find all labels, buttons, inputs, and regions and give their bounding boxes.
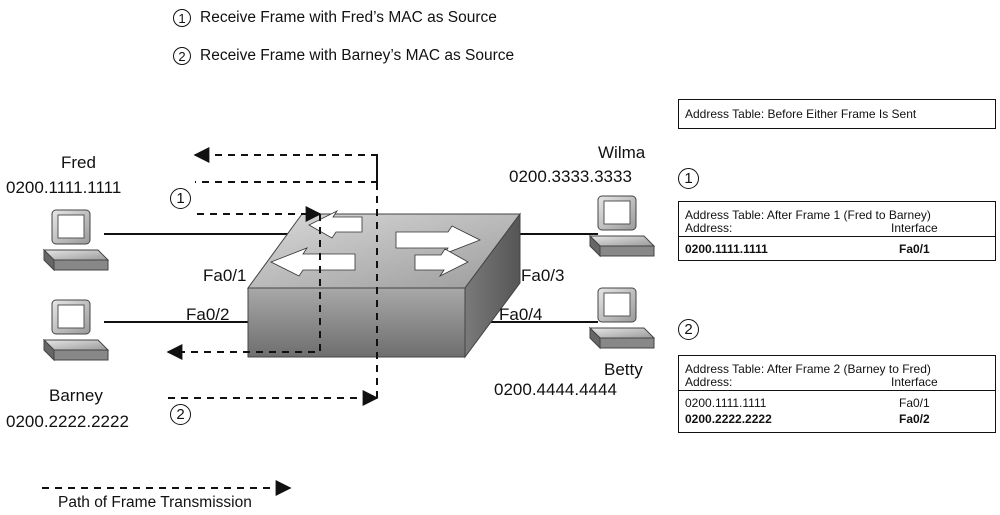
marker-1-icon: 1 — [173, 9, 191, 27]
header-rule — [679, 390, 995, 391]
host-mac-fred: 0200.1111.1111 — [6, 178, 122, 197]
table-cell-interface: Fa0/1 — [899, 242, 930, 256]
address-table-before: Address Table: Before Either Frame Is Se… — [678, 99, 996, 129]
port-label-fa04: Fa0/4 — [499, 305, 543, 324]
header-rule — [679, 236, 995, 237]
column-header-address: Address: — [685, 221, 733, 235]
table-cell-address: 0200.1111.1111 — [685, 396, 767, 410]
frame1-path-to-barney — [166, 214, 321, 360]
table-marker-2: 2 — [678, 319, 699, 340]
port-label-fa03: Fa0/3 — [521, 266, 565, 285]
legend-path-label: Path of Frame Transmission — [58, 494, 252, 511]
pc-icon-barney — [42, 299, 110, 362]
host-mac-barney: 0200.2222.2222 — [6, 412, 129, 431]
port-label-fa02: Fa0/2 — [186, 305, 230, 324]
table-cell-address: 0200.1111.1111 — [685, 242, 768, 256]
frame1-flood-return — [193, 147, 378, 182]
host-name-betty: Betty — [604, 360, 643, 379]
legend-text-1: Receive Frame with Fred’s MAC as Source — [200, 9, 497, 26]
column-header-address: Address: — [685, 375, 733, 389]
table-cell-interface: Fa0/2 — [899, 412, 930, 426]
column-header-interface: Interface — [891, 375, 938, 389]
host-name-barney: Barney — [49, 386, 103, 405]
table-title: Address Table: After Frame 1 (Fred to Ba… — [685, 208, 931, 222]
table-cell-interface: Fa0/1 — [899, 396, 930, 410]
pc-icon-betty — [588, 287, 656, 350]
pc-icon-wilma — [588, 195, 656, 258]
host-mac-wilma: 0200.3333.3333 — [509, 167, 632, 186]
pc-icon-fred — [42, 209, 110, 272]
address-table-after-frame-1: Address Table: After Frame 1 (Fred to Ba… — [678, 201, 996, 261]
table-marker-1: 1 — [678, 168, 699, 189]
switch-icon — [247, 209, 521, 359]
step-marker-1: 1 — [170, 188, 191, 209]
column-header-interface: Interface — [891, 221, 938, 235]
table-title: Address Table: After Frame 2 (Barney to … — [685, 362, 931, 376]
legend-text-2: Receive Frame with Barney’s MAC as Sourc… — [200, 47, 515, 64]
port-label-fa01: Fa0/1 — [203, 266, 247, 285]
legend-item-1: 1 Receive Frame with Fred’s MAC as Sourc… — [173, 9, 497, 27]
legend-item-2: 2 Receive Frame with Barney’s MAC as Sou… — [173, 47, 514, 65]
marker-2-icon: 2 — [173, 47, 191, 65]
host-name-wilma: Wilma — [598, 143, 646, 162]
table-title: Address Table: Before Either Frame Is Se… — [685, 107, 917, 121]
step-marker-2: 2 — [170, 404, 191, 425]
host-name-fred: Fred — [61, 153, 96, 172]
address-table-after-frame-2: Address Table: After Frame 2 (Barney to … — [678, 355, 996, 433]
table-cell-address: 0200.2222.2222 — [685, 412, 772, 426]
host-mac-betty: 0200.4444.4444 — [494, 380, 617, 399]
frame1-flood-up — [195, 155, 378, 183]
